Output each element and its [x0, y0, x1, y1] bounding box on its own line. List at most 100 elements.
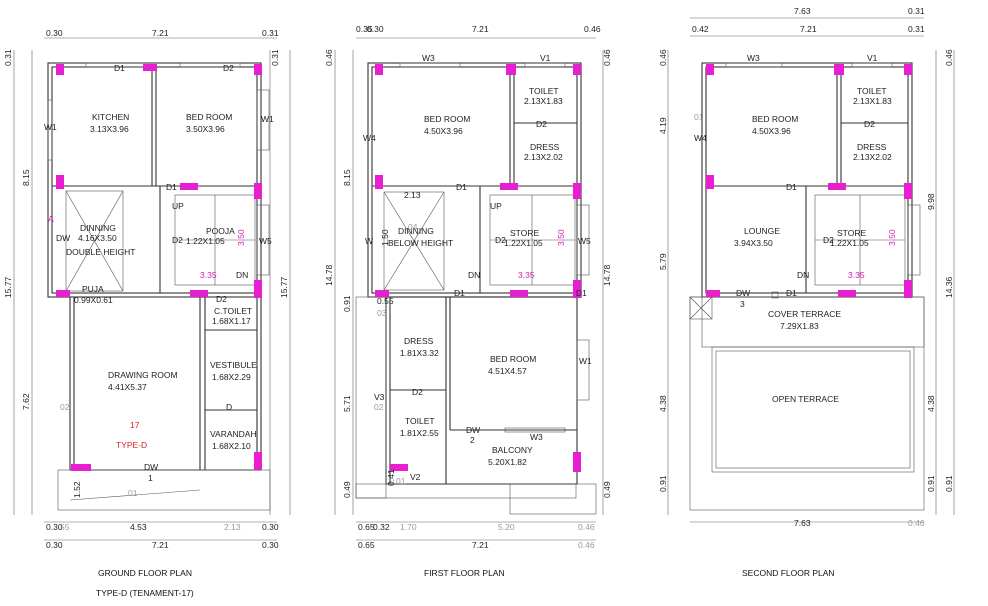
room-note: DOUBLE HEIGHT	[66, 247, 135, 257]
door-tag: D2	[495, 235, 506, 245]
room-size: 2.13X1.83	[853, 96, 892, 106]
plan-caption: GROUND FLOOR PLAN	[98, 568, 192, 578]
room-label: DINNING	[398, 226, 434, 236]
stair-down: DN	[236, 270, 248, 280]
window-tag: W4	[363, 133, 376, 143]
unit-number: 17	[130, 420, 140, 430]
window-tag: W3	[747, 53, 760, 63]
room-size: 4.50X3.96	[424, 126, 463, 136]
door-tag: DW	[56, 233, 70, 243]
unit-type: TYPE-D	[116, 440, 147, 450]
window-tag: V1	[867, 53, 878, 63]
dim-text: 0.32	[373, 522, 390, 532]
dim-text: 0.65	[358, 540, 375, 550]
marker-label: 01	[694, 112, 704, 122]
dim-text: 1.50	[380, 229, 390, 246]
room-label: C.TOILET	[214, 306, 252, 316]
dim-text: 4.19	[658, 117, 668, 134]
door-tag: D2	[823, 235, 834, 245]
door-tag: D1	[454, 288, 465, 298]
window-tag: V3	[374, 392, 385, 402]
dim-text: 0.49	[602, 481, 612, 498]
dim-text: 5.71	[342, 395, 352, 412]
room-label: DRESS	[857, 142, 887, 152]
dim-text: 0.30	[46, 28, 63, 38]
room-label: BED ROOM	[424, 114, 470, 124]
dim-text: 4.53	[130, 522, 147, 532]
stair-dim: 3.50	[236, 229, 246, 246]
room-label: KITCHEN	[92, 112, 129, 122]
room-size: 1.81X3.32	[400, 348, 439, 358]
window-tag: W4	[694, 133, 707, 143]
window-tag: W1	[261, 114, 274, 124]
room-label: DRESS	[404, 336, 434, 346]
dim-text: 0.46	[602, 49, 612, 66]
marker-label: 02	[60, 402, 70, 412]
door-tag: DW	[736, 288, 750, 298]
door-tag: D1	[786, 182, 797, 192]
window-tag: V1	[540, 53, 551, 63]
dim-text: 14.78	[324, 264, 334, 286]
dim-text: 0.30	[367, 24, 384, 34]
plan-subcaption: TYPE-D (TENAMENT-17)	[96, 588, 194, 598]
door-tag: DW	[466, 425, 480, 435]
room-size: 4.50X3.96	[752, 126, 791, 136]
window-tag: W3	[422, 53, 435, 63]
door-tag: D1	[166, 182, 177, 192]
room-label: DINNING	[80, 223, 116, 233]
window-tag: W1	[579, 356, 592, 366]
room-label: PUJA	[82, 284, 104, 294]
room-label: TOILET	[405, 416, 435, 426]
first-floor-plan: 0.35 0.30 7.21 0.46 0.65 0.32 1.70 5.20 …	[324, 24, 612, 578]
window-tag: W3	[530, 432, 543, 442]
dim-text: 0.46	[578, 522, 595, 532]
door-tag: D2	[223, 63, 234, 73]
dim-text: 2.13	[224, 522, 241, 532]
dim-text: 0.46	[658, 49, 668, 66]
marker-label: 02	[374, 402, 384, 412]
dim-text: 0.30	[262, 540, 279, 550]
room-label: POOJA	[206, 226, 235, 236]
door-number: 3	[740, 299, 745, 309]
marker-label: 0.55	[377, 296, 394, 306]
dim-text: 7.21	[472, 24, 489, 34]
stair-up: UP	[490, 201, 502, 211]
door-tag: D2	[412, 387, 423, 397]
marker-label: 04	[408, 222, 418, 232]
dim-text: 7.21	[152, 28, 169, 38]
dim-text: 1.52	[72, 481, 82, 498]
window-tag: W	[365, 236, 373, 246]
door-number: 2	[470, 435, 475, 445]
dim-text: 0.91	[658, 475, 668, 492]
room-label: STORE	[510, 228, 539, 238]
marker-label: 01	[128, 488, 138, 498]
room-size: 1.68X1.17	[212, 316, 251, 326]
dim-text: 0.65	[358, 522, 375, 532]
dim-text: 0.91	[926, 475, 936, 492]
marker-label: 0.41	[386, 469, 396, 486]
dim-text: 0.46	[578, 540, 595, 550]
door-tag: DW	[144, 462, 158, 472]
dim-text: 7.63	[794, 518, 811, 528]
dim-text: 9.98	[926, 193, 936, 210]
room-size: 5.20X1.82	[488, 457, 527, 467]
door-tag: D	[226, 402, 232, 412]
room-size: 1.22X1.05	[830, 238, 869, 248]
room-label: COVER TERRACE	[768, 309, 841, 319]
stair-down: DN	[797, 270, 809, 280]
dim-text: 4.38	[926, 395, 936, 412]
room-size: 2.13X2.02	[524, 152, 563, 162]
room-size: 1.22X1.05	[504, 238, 543, 248]
dim-text: 0.35	[356, 24, 373, 34]
dim-text: 5.20	[498, 522, 515, 532]
dim-text: 0.46	[584, 24, 601, 34]
room-label: TOILET	[529, 86, 559, 96]
marker-label: 03	[377, 308, 387, 318]
room-note: BELOW HEIGHT	[388, 238, 453, 248]
door-tag: D1	[456, 182, 467, 192]
stair-down: DN	[468, 270, 480, 280]
window-tag: W5	[578, 236, 591, 246]
plan-caption: SECOND FLOOR PLAN	[742, 568, 835, 578]
room-label: STORE	[837, 228, 866, 238]
